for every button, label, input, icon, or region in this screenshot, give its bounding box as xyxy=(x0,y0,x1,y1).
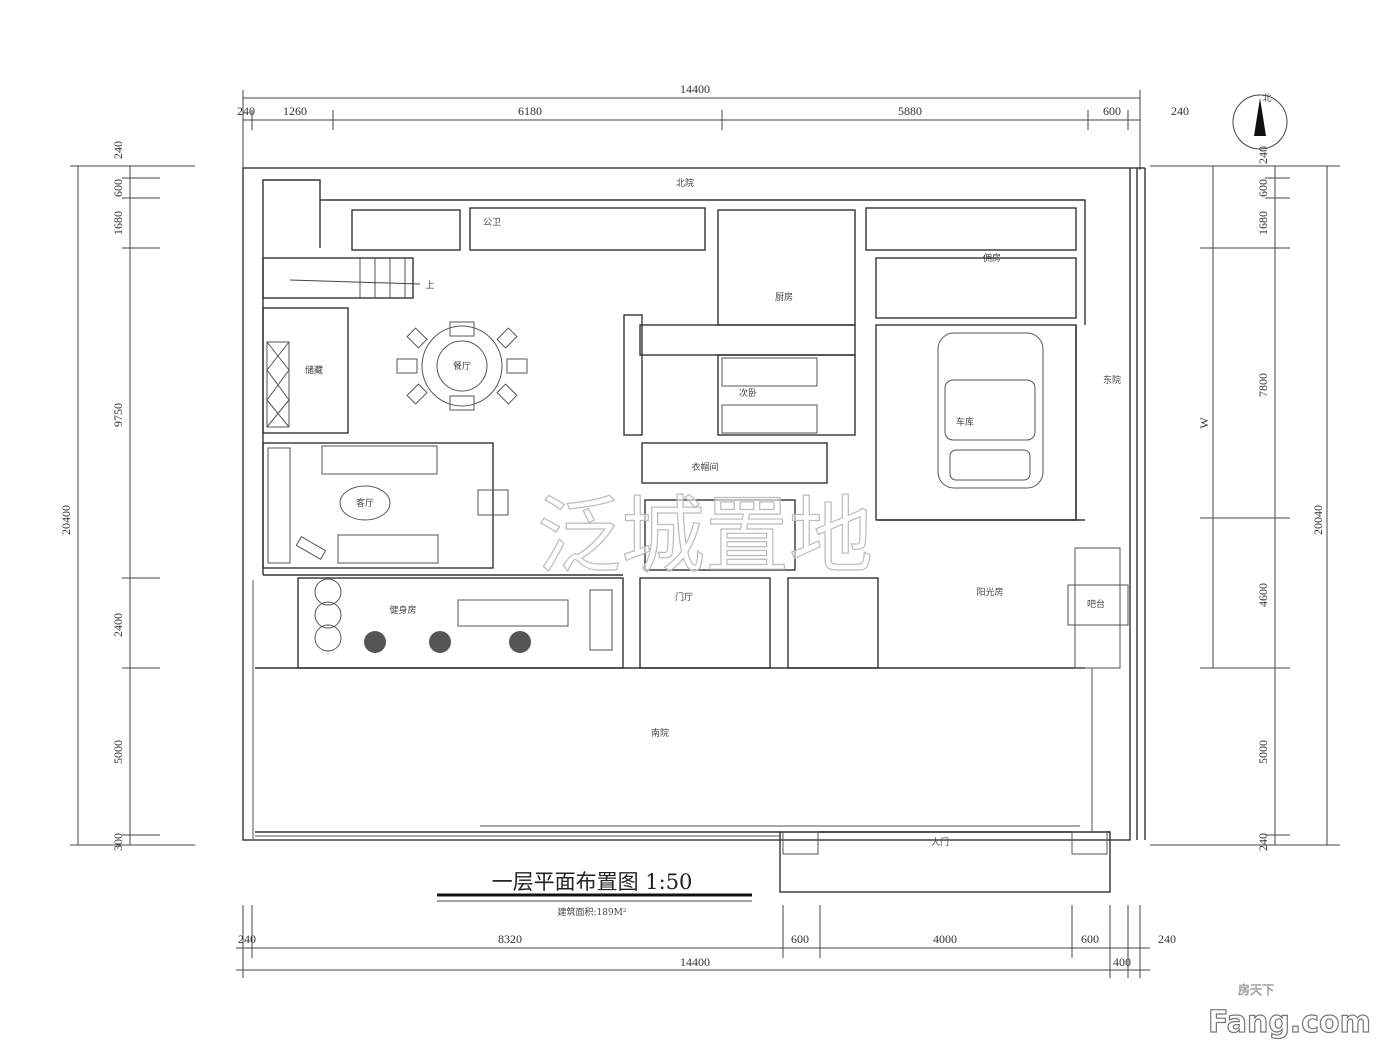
dim-right-total: 20040 xyxy=(1311,505,1325,535)
label-north-yard: 北院 xyxy=(676,177,694,189)
plan-area-note: 建筑面积:189M² xyxy=(557,906,626,918)
left-dimensions: 20400 240 600 1680 9750 2400 5000 300 xyxy=(59,141,195,851)
dim-top-seg: 1260 xyxy=(283,104,307,118)
dim-bottom-seg: 600 xyxy=(1081,932,1099,946)
dim-bottom-seg: 8320 xyxy=(498,932,522,946)
label-south-yard: 南院 xyxy=(651,727,669,739)
dim-top-seg: 5880 xyxy=(898,104,922,118)
dim-left-seg: 5000 xyxy=(111,740,125,764)
dim-bottom-total: 14400 xyxy=(680,955,710,969)
label-main-gate: 大门 xyxy=(931,836,949,848)
gym-equipment xyxy=(314,578,613,653)
dim-right-seg: 7800 xyxy=(1256,373,1270,397)
dim-left-seg: 600 xyxy=(111,179,125,197)
dim-right-seg: 4600 xyxy=(1256,583,1270,607)
dim-bottom-seg: 4000 xyxy=(933,932,957,946)
label-foyer: 门厅 xyxy=(675,591,693,603)
logo-site-en: Fang.com xyxy=(1208,1005,1371,1040)
dining-table xyxy=(396,321,528,411)
bottom-dimensions: 240 8320 600 4000 600 240 14400 400 xyxy=(236,905,1176,978)
dim-right-seg: 1680 xyxy=(1256,211,1270,235)
building-walls xyxy=(255,179,1086,669)
label-storage: 储藏 xyxy=(305,364,323,376)
bar-counter xyxy=(1067,547,1129,669)
dim-right-seg: 600 xyxy=(1256,179,1270,197)
label-stair-up: 上 xyxy=(425,280,434,291)
top-dimensions: 14400 240 1260 6180 5880 600 240 xyxy=(237,82,1189,170)
label-sunroom: 阳光房 xyxy=(976,586,1003,598)
dim-top-seg: 240 xyxy=(1171,104,1189,118)
car-icon xyxy=(937,332,1044,489)
dim-bottom-seg: 240 xyxy=(1158,932,1176,946)
dim-top-seg: 240 xyxy=(237,104,255,118)
label-living: 客厅 xyxy=(356,497,374,509)
dim-top-seg: 600 xyxy=(1103,104,1121,118)
stair xyxy=(289,258,421,298)
label-public-bath: 公卫 xyxy=(483,217,501,228)
dim-top-total: 14400 xyxy=(680,82,710,96)
bedroom-beds xyxy=(721,357,818,434)
north-label: 北 xyxy=(1262,93,1271,104)
label-bar: 吧台 xyxy=(1087,598,1105,610)
label-kitchen: 厨房 xyxy=(775,291,793,303)
dim-left-seg: 9750 xyxy=(111,403,125,427)
dim-right-seg: 5000 xyxy=(1256,740,1270,764)
dim-left-total: 20400 xyxy=(59,505,73,535)
label-east-yard: 东院 xyxy=(1103,374,1121,386)
site-boundary xyxy=(242,167,1146,841)
plan-title-block: 一层平面布置图 1:50 建筑面积:189M² xyxy=(437,870,752,918)
label-maid-room: 佣房 xyxy=(983,252,1001,264)
north-arrow-icon: 北 xyxy=(1232,93,1288,150)
dim-right-inner: W xyxy=(1197,417,1211,429)
dim-bottom-extra: 400 xyxy=(1113,955,1131,969)
label-dining: 餐厅 xyxy=(453,360,471,372)
dim-top-seg: 6180 xyxy=(518,104,542,118)
label-garage: 车库 xyxy=(956,416,974,428)
label-second-bedroom: 次卧 xyxy=(739,387,757,399)
living-furniture xyxy=(267,445,509,564)
dim-left-seg: 2400 xyxy=(111,613,125,637)
watermark-developer: 泛城置地 xyxy=(537,487,873,585)
plan-title: 一层平面布置图 1:50 xyxy=(492,870,693,894)
dim-bottom-seg: 240 xyxy=(238,932,256,946)
dim-bottom-seg: 600 xyxy=(791,932,809,946)
dim-right-seg: 240 xyxy=(1256,146,1270,164)
dim-left-seg: 1680 xyxy=(111,211,125,235)
label-gym: 健身房 xyxy=(389,604,416,616)
fang-logo: 房天下 Fang.com xyxy=(1207,982,1371,1041)
right-dimensions: W 240 600 1680 7800 4600 5000 240 20040 xyxy=(1150,146,1340,851)
label-cloakroom: 衣帽间 xyxy=(691,461,718,473)
dim-left-seg: 300 xyxy=(111,833,125,851)
logo-site-cn: 房天下 xyxy=(1238,982,1274,997)
storage-cabinet xyxy=(266,341,290,428)
room-labels: 北院 公卫 上 厨房 储藏 餐厅 次卧 佣房 车库 东院 客厅 衣帽间 门厅 健… xyxy=(305,177,1121,848)
dim-right-seg: 240 xyxy=(1256,833,1270,851)
main-gate xyxy=(779,831,1111,893)
dim-left-seg: 240 xyxy=(111,141,125,159)
